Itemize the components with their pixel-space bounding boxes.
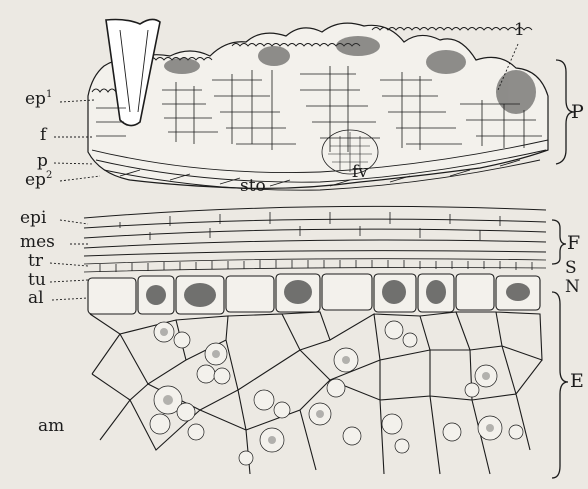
bracket-label-p: P	[571, 103, 584, 122]
label-sto: sto	[240, 178, 266, 195]
label-fv: fv	[352, 164, 368, 181]
label-ep2: ep2	[25, 171, 52, 189]
label-f: f	[40, 127, 46, 144]
label-1: 1	[514, 22, 525, 39]
label-tu: tu	[28, 272, 46, 289]
label-tr: tr	[28, 253, 43, 270]
seed-section	[84, 206, 546, 474]
bracket-label-s: S	[565, 260, 577, 277]
label-mes: mes	[20, 234, 55, 251]
pericarp-section	[88, 19, 548, 190]
label-p: p	[37, 153, 48, 170]
bracket-label-f: F	[567, 234, 580, 253]
label-al: al	[28, 290, 44, 307]
seed-coat-layers	[84, 206, 546, 256]
label-am: am	[38, 418, 64, 435]
cross-cell-row	[84, 259, 546, 272]
bracket-e	[552, 292, 568, 478]
bracket-label-e: E	[570, 372, 584, 391]
label-epi: epi	[20, 210, 46, 227]
bracket-label-n: N	[565, 279, 580, 296]
bracket-f	[552, 220, 566, 264]
label-ep1: ep1	[25, 90, 52, 108]
